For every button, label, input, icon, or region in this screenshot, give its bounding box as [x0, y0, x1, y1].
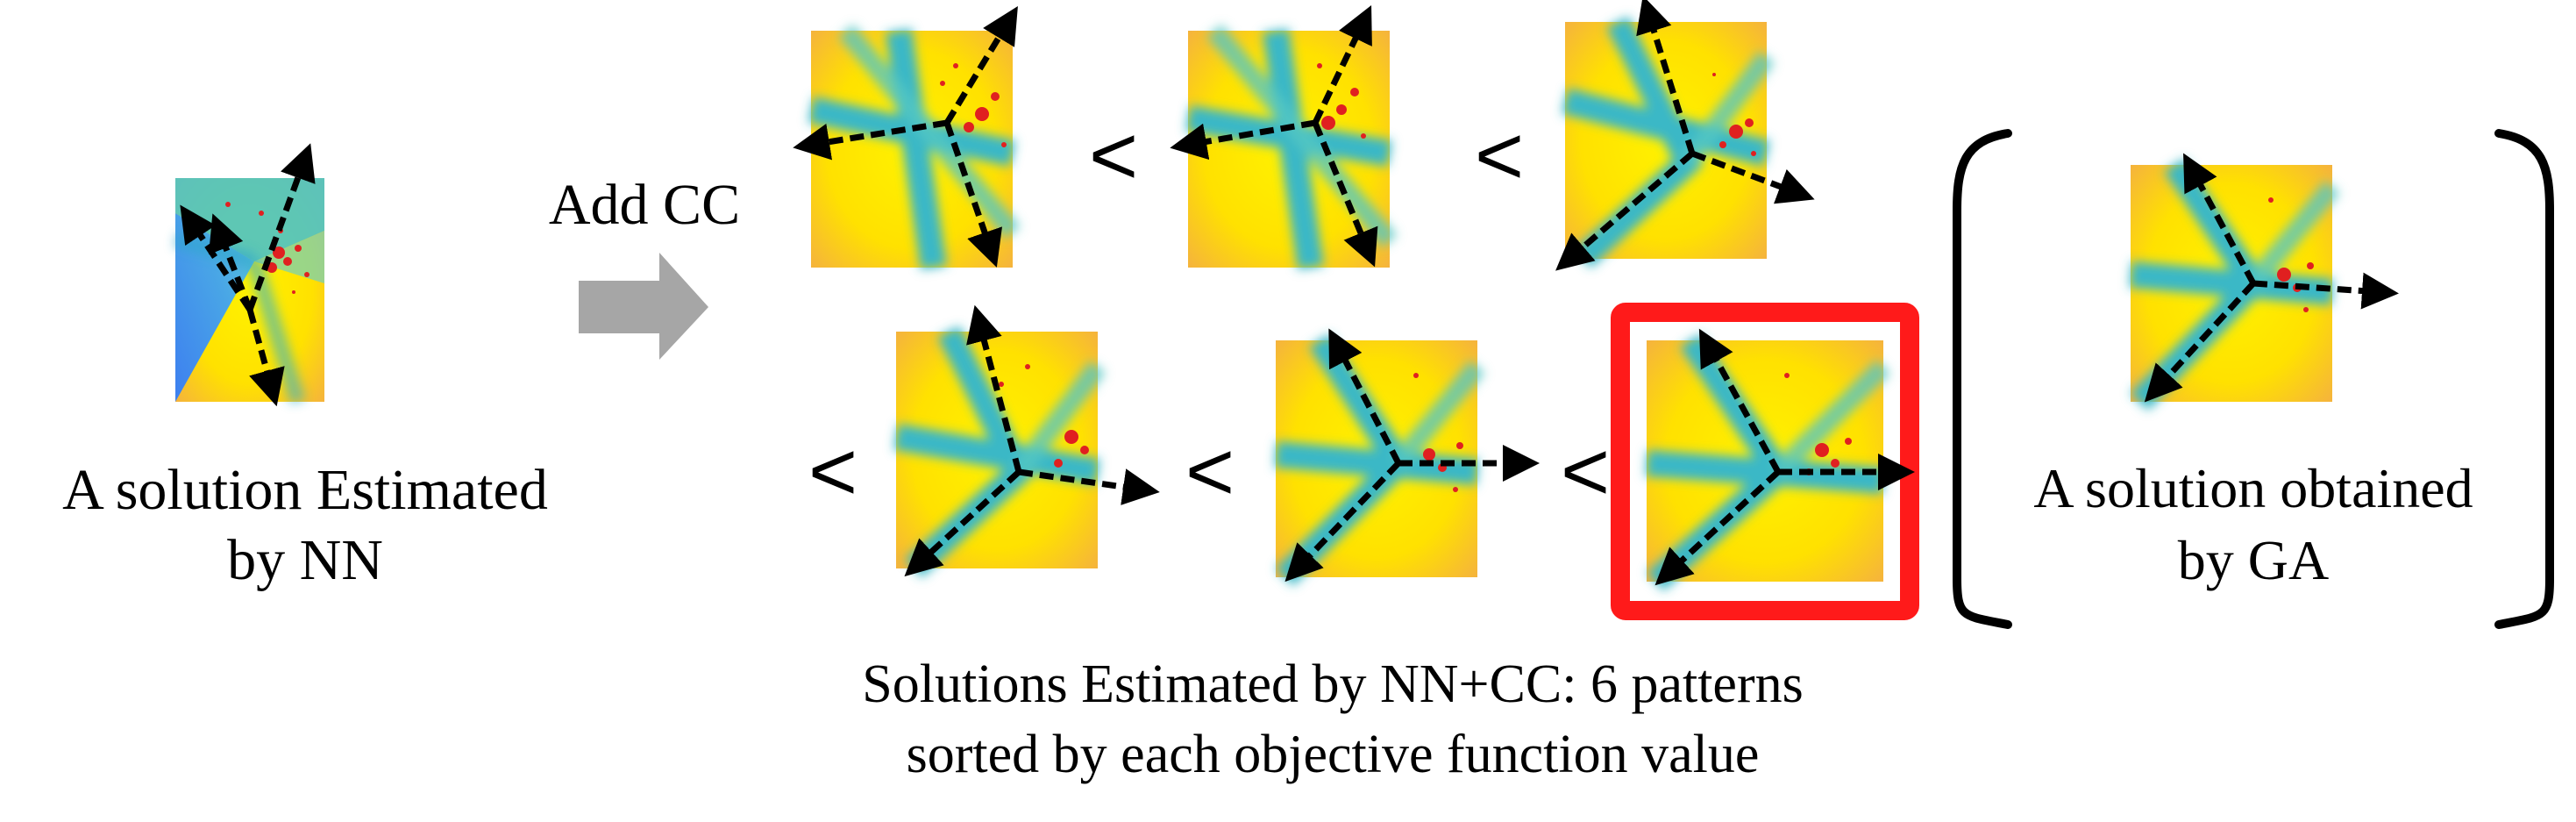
- ga-solution-map: [2129, 153, 2399, 411]
- right-parenthesis: [2494, 129, 2554, 629]
- less-than-1: <: [1089, 109, 1138, 203]
- nncc-pattern-3: [1555, 0, 1815, 271]
- flow-arrow-icon: [579, 253, 708, 360]
- nncc-pattern-6: [1645, 328, 1915, 591]
- nncc-pattern-2: [1170, 5, 1398, 270]
- less-than-5: <: [1561, 425, 1610, 518]
- nncc-pattern-4: [893, 304, 1160, 578]
- less-than-3: <: [808, 425, 857, 518]
- nncc-pattern-1: [793, 6, 1021, 270]
- ga-caption-line1: A solution obtained: [2033, 457, 2473, 519]
- less-than-4: <: [1185, 425, 1235, 518]
- left-parenthesis: [1953, 129, 2012, 629]
- nncc-pattern-5: [1274, 328, 1540, 586]
- nncc-caption-line2: sorted by each objective function value: [907, 725, 1760, 784]
- less-than-2: <: [1475, 109, 1524, 203]
- ga-caption-line2: by GA: [2178, 529, 2329, 591]
- nn-caption-line1: A solution Estimated: [62, 458, 548, 522]
- nn-solution-map: [173, 143, 324, 407]
- nn-caption-line2: by NN: [227, 528, 383, 592]
- add-cc-label: Add CC: [549, 173, 740, 237]
- nncc-caption-line1: Solutions Estimated by NN+CC: 6 patterns: [862, 654, 1803, 714]
